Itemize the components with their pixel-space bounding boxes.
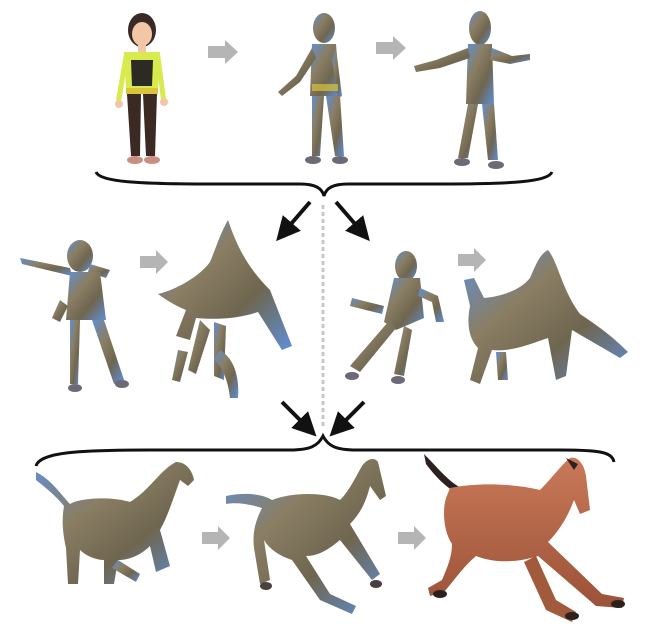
horse-deform-2: [226, 459, 386, 614]
black-arrow-icon: [336, 202, 362, 232]
gray-arrow-icon: [208, 40, 238, 64]
gray-arrow-icon: [140, 250, 168, 274]
gray-arrow-icon: [398, 526, 426, 550]
black-arrow-icon: [284, 202, 310, 232]
gray-arrow-icon: [202, 526, 230, 550]
human-original: [115, 13, 168, 164]
left-intermediate-1: [20, 240, 129, 392]
left-intermediate-2: [158, 220, 292, 398]
top-brace: [96, 172, 552, 196]
right-intermediate-1: [345, 251, 444, 384]
bottom-brace: [36, 436, 614, 466]
right-intermediate-2: [464, 250, 628, 384]
black-arrow-icon: [338, 402, 364, 428]
black-arrow-icon: [282, 402, 308, 428]
human-deform-2: [414, 11, 530, 169]
human-deform-1: [278, 13, 348, 164]
gray-arrow-icon: [376, 36, 406, 60]
horse-final: [424, 454, 625, 622]
gray-arrow-icon: [458, 248, 486, 272]
horse-deform-1: [36, 462, 194, 584]
